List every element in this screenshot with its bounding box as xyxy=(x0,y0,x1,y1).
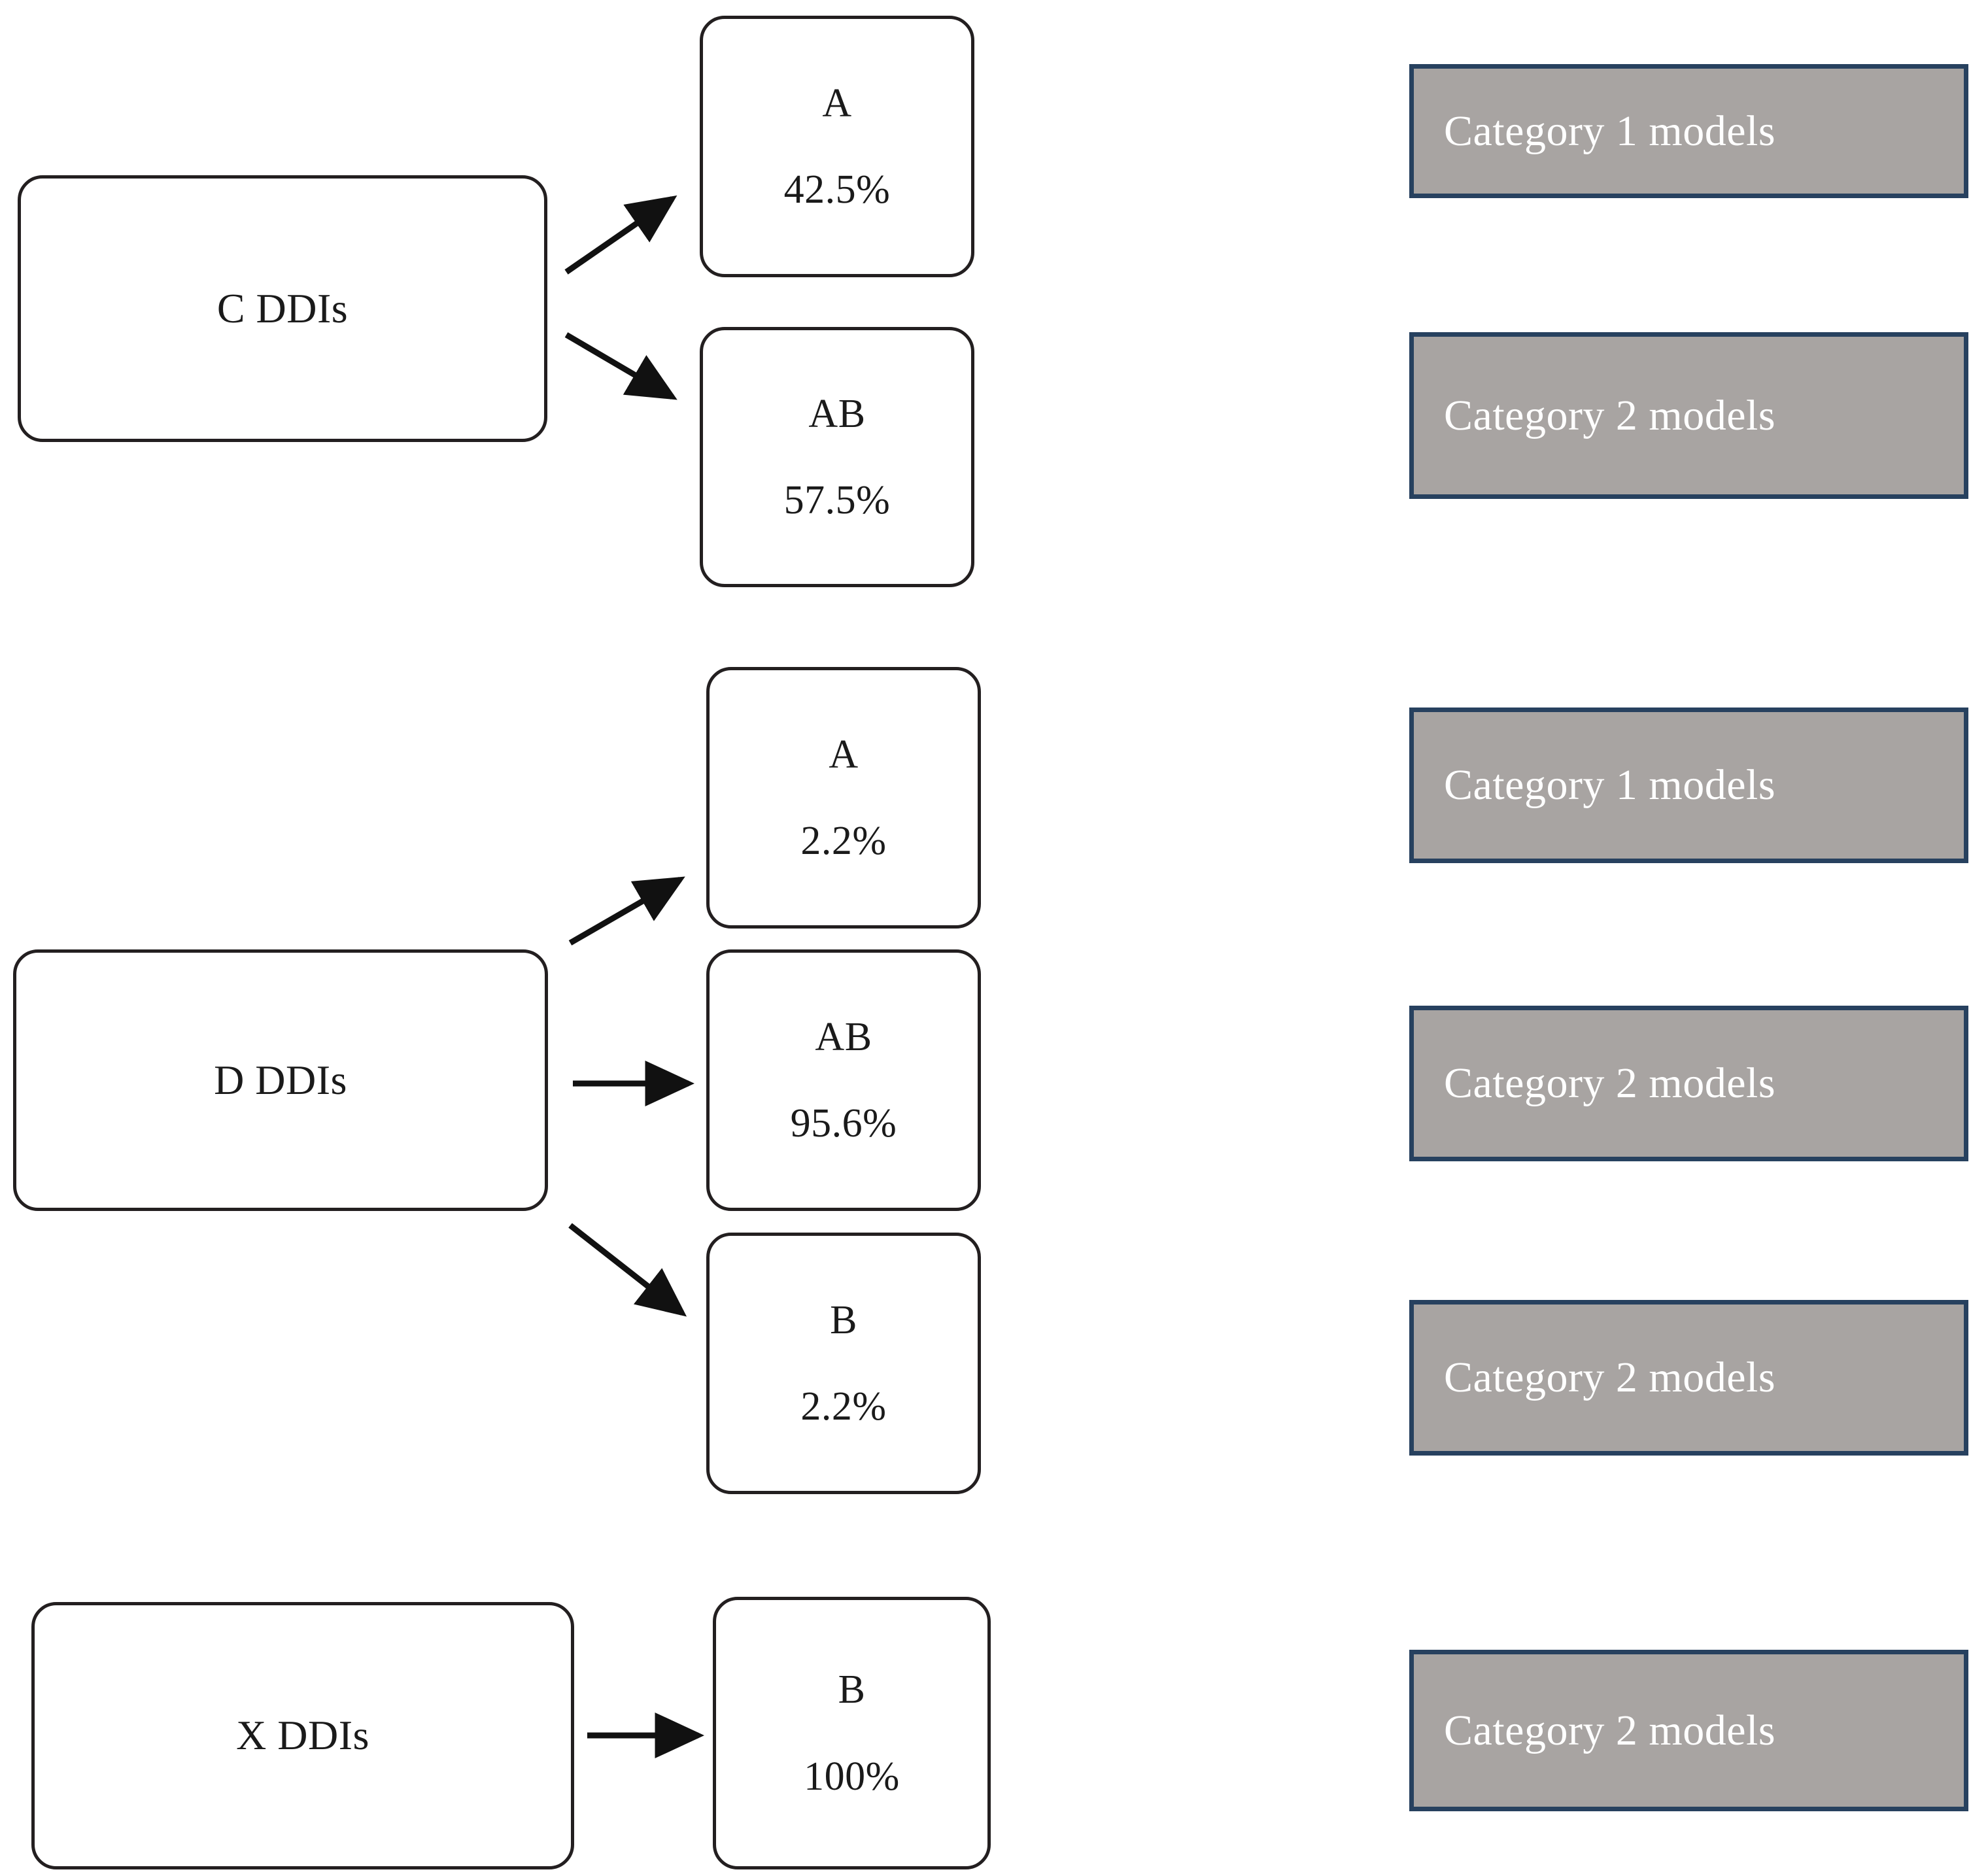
outcome-label: B xyxy=(830,1297,857,1342)
outcome-value: 95.6% xyxy=(790,1101,897,1146)
arrow-d-to-b xyxy=(568,1223,687,1317)
outcome-label: A xyxy=(822,80,852,126)
outcome-label: AB xyxy=(808,391,866,436)
source-box-d-ddis[interactable]: D DDIs xyxy=(13,949,548,1211)
outcome-value: 57.5% xyxy=(783,478,891,522)
legend-label: Category 2 models xyxy=(1444,391,1776,439)
legend-box-d-b: Category 2 models xyxy=(1409,1300,1968,1456)
outcome-box-d-a[interactable]: A 2.2% xyxy=(706,667,981,929)
arrow-c-to-a xyxy=(564,195,677,275)
source-label: C DDIs xyxy=(216,284,349,332)
outcome-label: A xyxy=(829,732,859,777)
arrow-d-to-a xyxy=(568,876,685,946)
source-box-c-ddis[interactable]: C DDIs xyxy=(18,175,547,442)
outcome-label: B xyxy=(838,1667,866,1713)
legend-box-c-ab: Category 2 models xyxy=(1409,332,1968,499)
legend-label: Category 2 models xyxy=(1444,1706,1776,1754)
legend-label: Category 1 models xyxy=(1444,107,1776,155)
legend-box-d-ab: Category 2 models xyxy=(1409,1006,1968,1161)
arrow-c-to-ab xyxy=(564,332,677,400)
legend-box-x-b: Category 2 models xyxy=(1409,1650,1968,1811)
legend-box-d-a: Category 1 models xyxy=(1409,708,1968,863)
outcome-value: 2.2% xyxy=(800,1384,887,1429)
outcome-box-c-a[interactable]: A 42.5% xyxy=(700,16,974,277)
outcome-value: 100% xyxy=(804,1754,900,1799)
legend-label: Category 2 models xyxy=(1444,1059,1776,1107)
outcome-label: AB xyxy=(815,1014,872,1059)
outcome-box-c-ab[interactable]: AB 57.5% xyxy=(700,327,974,587)
outcome-value: 2.2% xyxy=(800,819,887,863)
source-label: X DDIs xyxy=(236,1712,369,1759)
outcome-value: 42.5% xyxy=(783,167,891,212)
outcome-box-x-b[interactable]: B 100% xyxy=(713,1597,991,1869)
source-label: D DDIs xyxy=(214,1056,347,1103)
source-box-x-ddis[interactable]: X DDIs xyxy=(31,1602,574,1869)
legend-label: Category 2 models xyxy=(1444,1354,1776,1401)
outcome-box-d-ab[interactable]: AB 95.6% xyxy=(706,949,981,1211)
legend-label: Category 1 models xyxy=(1444,761,1776,809)
outcome-box-d-b[interactable]: B 2.2% xyxy=(706,1233,981,1494)
legend-box-c-a: Category 1 models xyxy=(1409,64,1968,198)
